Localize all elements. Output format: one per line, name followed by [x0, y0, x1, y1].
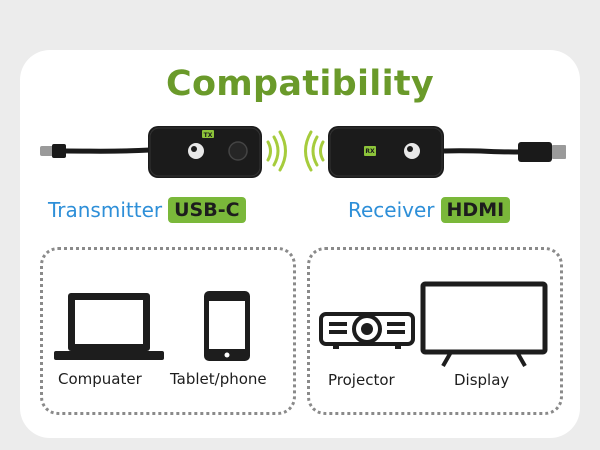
laptop-icon [54, 293, 164, 360]
tablet-phone-icon [204, 291, 250, 361]
receiver-signal-icon [304, 130, 325, 172]
display-icon [420, 281, 548, 367]
transmitter-cable [65, 147, 151, 154]
projector-icon [319, 312, 415, 349]
usb-c-badge: USB-C [168, 197, 246, 223]
hdmi-plug-housing [518, 142, 552, 162]
laptop-label: Compuater [58, 370, 142, 388]
rx-indicator [364, 146, 376, 156]
display-label: Display [454, 371, 510, 389]
receiver-label-row: Receiver HDMI [348, 197, 511, 223]
transmitter-label-row: Transmitter USB-C [48, 197, 246, 223]
tablet-phone-label: Tablet/phone [170, 370, 267, 388]
pair-button[interactable] [228, 141, 248, 161]
receiver-dongle: RX [328, 126, 566, 178]
hdmi-badge: HDMI [440, 197, 511, 223]
content-card [20, 50, 580, 438]
receiver-cable [443, 148, 521, 155]
projector-label: Projector [328, 371, 395, 389]
source-devices-icons [54, 291, 250, 361]
rx-tag: RX [365, 148, 375, 155]
receiver-label: Receiver [348, 198, 435, 222]
transmitter-body [148, 126, 262, 178]
transmitter-label: Transmitter [48, 198, 163, 222]
page-title: Compatibility [165, 64, 435, 104]
output-devices-box [307, 247, 563, 415]
tx-indicator [202, 130, 214, 138]
output-devices-icons [319, 281, 548, 367]
hdmi-plug [552, 145, 566, 159]
receiver-body [328, 126, 444, 178]
dongles-illustration: TX RX [40, 126, 566, 178]
tx-tag: TX [204, 132, 213, 139]
transmitter-signal-icon [266, 130, 287, 172]
source-devices-box [40, 247, 296, 415]
usb-c-plug [40, 146, 54, 156]
usb-c-plug-housing [52, 144, 66, 158]
transmitter-dongle: TX [40, 126, 262, 178]
